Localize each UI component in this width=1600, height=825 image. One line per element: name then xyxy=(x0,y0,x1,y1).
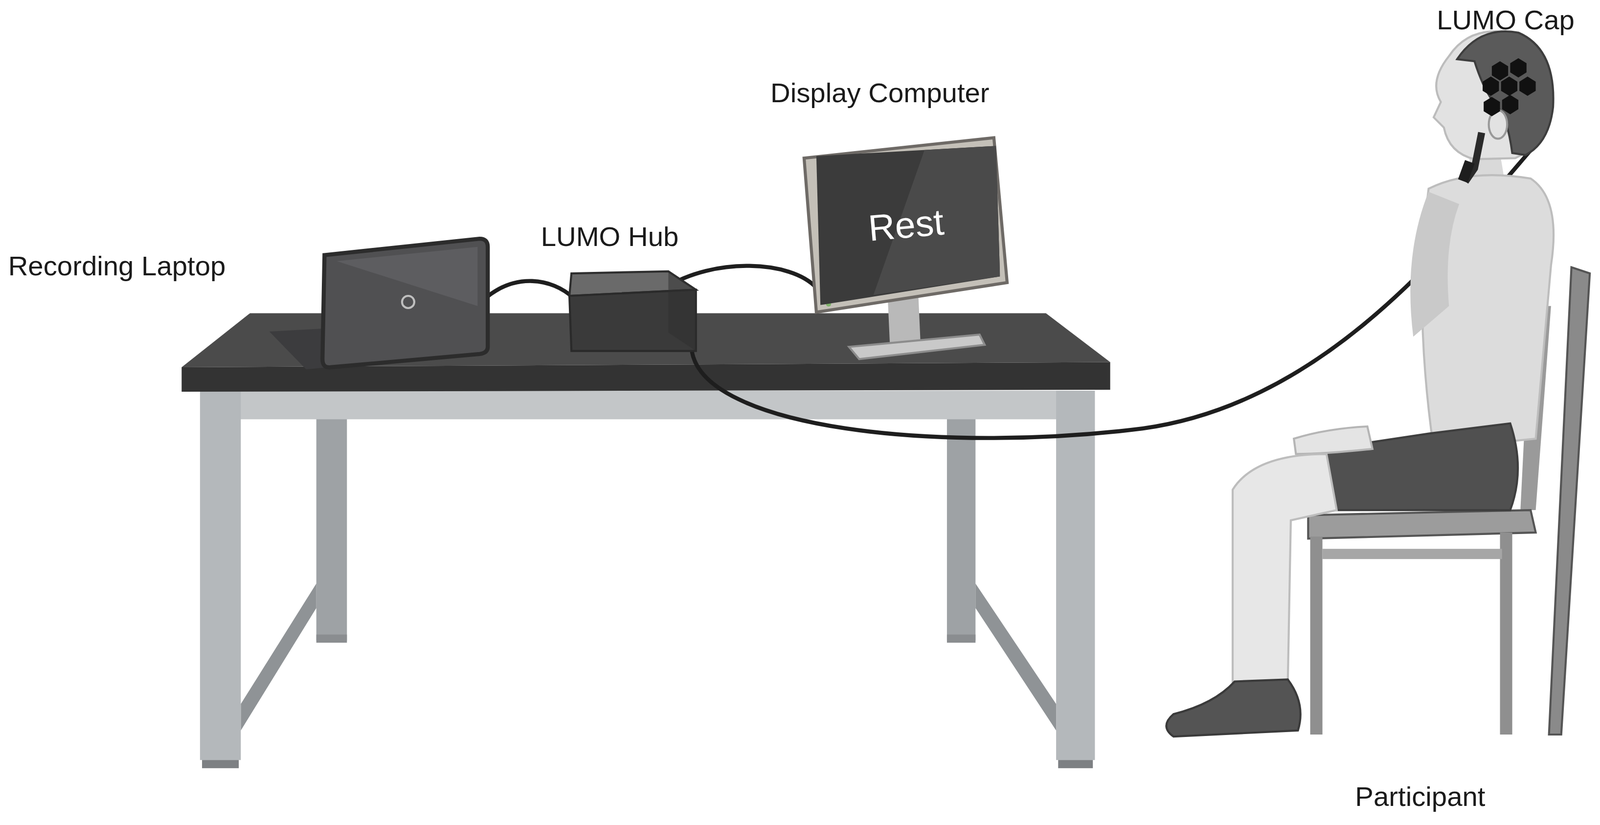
participant-part-part xyxy=(1491,61,1509,81)
device-label: LUMO Cap xyxy=(1436,6,1575,37)
participant-part-part xyxy=(1483,96,1500,117)
participant-part xyxy=(1293,426,1373,454)
table-part xyxy=(316,407,348,641)
participant-part xyxy=(1457,31,1554,156)
display-monitor-part xyxy=(887,295,921,343)
table-part xyxy=(946,407,976,641)
table-part xyxy=(230,390,1068,420)
participant-part-part xyxy=(1482,76,1499,96)
participant-part xyxy=(1410,191,1460,337)
participant-part xyxy=(1433,31,1554,159)
chair-part xyxy=(1310,536,1323,735)
lumo-hub-part xyxy=(668,271,696,352)
device-label: LUMO Hub xyxy=(540,222,679,253)
display-monitor-part xyxy=(849,334,985,360)
display-monitor xyxy=(804,137,1008,360)
display-monitor-part xyxy=(804,137,1008,313)
participant-part xyxy=(1482,58,1536,117)
table-part xyxy=(946,634,976,644)
table-part xyxy=(240,583,316,731)
device-label: Display Computer xyxy=(770,78,990,110)
table-part xyxy=(316,634,348,644)
table-part xyxy=(202,760,239,769)
screen-surface xyxy=(816,145,1000,305)
table-part xyxy=(975,583,1057,731)
recording-laptop-part xyxy=(269,328,329,370)
participant xyxy=(1166,31,1554,737)
monitor-screen: Rest xyxy=(812,145,1001,305)
screen-text: Rest xyxy=(866,201,946,251)
table-part xyxy=(1058,760,1093,769)
chair-part xyxy=(1549,267,1590,735)
device-label: Recording Laptop xyxy=(8,252,226,283)
recording-laptop-part xyxy=(336,247,478,307)
participant-part-part xyxy=(1501,76,1518,96)
participant-part-part xyxy=(1502,94,1519,115)
table-part xyxy=(1056,390,1095,761)
participant-part-part xyxy=(1509,58,1527,78)
cables-part xyxy=(485,281,574,298)
participant-part xyxy=(1232,453,1337,686)
person-label: Participant xyxy=(1354,782,1486,813)
recording-laptop-part xyxy=(322,238,488,368)
participant-part xyxy=(1166,679,1301,737)
table xyxy=(181,313,1110,768)
lumo-hub xyxy=(569,271,697,352)
chair-part xyxy=(1500,532,1513,735)
table-part xyxy=(200,390,241,761)
participant-part xyxy=(1458,159,1475,183)
recording-laptop-part xyxy=(402,295,415,309)
participant-part-part xyxy=(1519,76,1536,96)
recording-laptop xyxy=(269,238,488,370)
chair-part xyxy=(1322,548,1503,560)
cables xyxy=(485,140,1539,439)
